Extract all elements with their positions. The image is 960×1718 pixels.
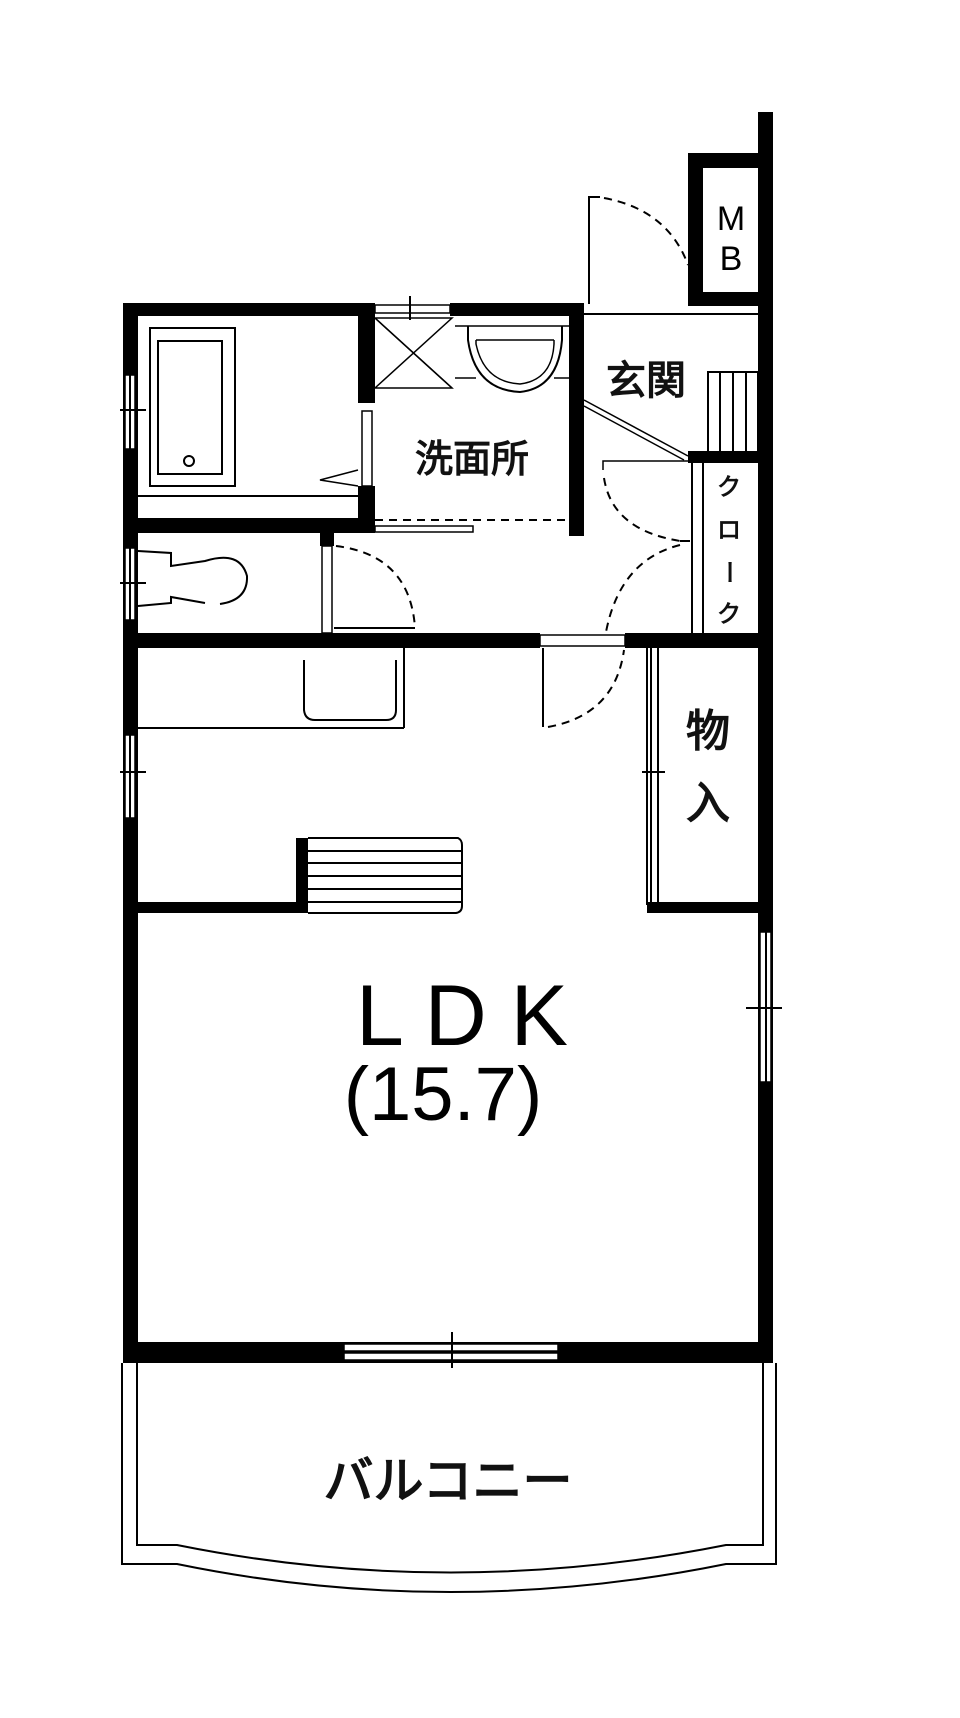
washroom-top-window — [374, 296, 451, 320]
hall-door-upper[interactable] — [602, 460, 690, 542]
kitchen-counter — [138, 648, 405, 729]
toilet-icon — [137, 550, 249, 607]
cloak-char-1: ク — [717, 473, 741, 501]
entrance-label: 玄関 — [606, 358, 686, 404]
storage-char-2: 入 — [686, 778, 730, 829]
mb-label-b: B — [720, 240, 743, 278]
sink-icon — [303, 660, 397, 721]
washroom: 洗面所 — [373, 296, 584, 536]
ldk-door[interactable] — [542, 648, 625, 728]
cloak-char-3: ー — [715, 560, 743, 584]
ldk-right-window — [746, 931, 782, 1083]
toilet-window — [120, 547, 146, 621]
toilet-door[interactable] — [334, 545, 416, 629]
entrance-door[interactable] — [584, 196, 758, 315]
bath-window — [120, 374, 146, 450]
bathtub-icon — [149, 327, 236, 487]
storage-char-1: 物 — [686, 706, 730, 757]
balcony-sliding-window[interactable] — [343, 1332, 559, 1368]
ldk-label: L D K — [356, 968, 568, 1064]
kitchen-partition — [123, 837, 463, 914]
washroom-label: 洗面所 — [415, 437, 529, 481]
bathroom — [120, 303, 375, 533]
balcony-label: バルコニー — [324, 1452, 573, 1510]
ldk-room: L D K (15.7) — [344, 968, 568, 1137]
shoe-shelf-icon — [707, 371, 759, 453]
toilet-room — [120, 533, 334, 634]
exterior-walls — [123, 112, 773, 1363]
entrance-hall: 玄関 — [583, 358, 759, 461]
storage-closet: 物 入 — [642, 648, 773, 913]
washing-machine-icon — [373, 317, 454, 389]
mb-label-m: M — [717, 200, 745, 238]
cloak-closet: ク ロ ー ク — [688, 451, 773, 633]
balcony: バルコニー — [121, 1363, 777, 1593]
hall-door-lower[interactable] — [605, 544, 681, 633]
hall-ldk-wall — [123, 633, 773, 648]
ldk-area: (15.7) — [344, 1052, 543, 1137]
kitchen-window — [120, 734, 146, 819]
cloak-char-4: ク — [717, 600, 741, 628]
mb-closet: M B — [688, 153, 773, 306]
cloak-char-2: ロ — [717, 516, 741, 544]
stair-shelf-icon — [308, 837, 463, 914]
vanity-sink-icon — [455, 325, 569, 394]
